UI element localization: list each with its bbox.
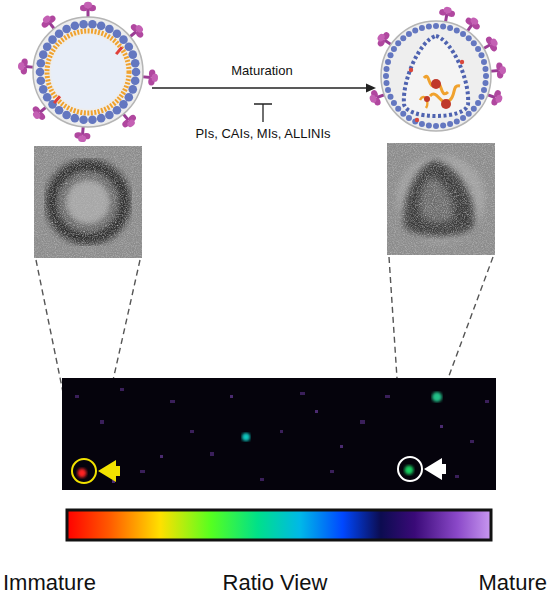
maturation-arrow — [152, 84, 376, 93]
process-label: Maturation — [231, 64, 292, 79]
inhibitor-label: PIs, CAIs, MIs, ALLINIs — [195, 127, 330, 142]
scale-label: Immature — [3, 570, 96, 595]
mature-virion — [367, 6, 506, 131]
scale-label: Mature — [479, 570, 547, 595]
ratio-colorbar — [67, 510, 491, 540]
em-image-mature — [387, 143, 495, 255]
scale-title: Ratio View — [223, 570, 328, 595]
inhibition-bar — [254, 104, 272, 122]
immature-virion — [17, 2, 158, 143]
fluorescence-strip — [62, 378, 496, 490]
em-image-immature — [34, 146, 142, 258]
